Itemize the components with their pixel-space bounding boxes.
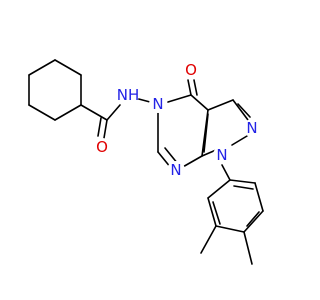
cyclohexyl-ring xyxy=(28,59,82,121)
atom-label-n1: N xyxy=(213,146,231,164)
atom-label-n2: N xyxy=(243,119,261,137)
dimethylphenyl-group xyxy=(200,164,264,265)
amide-oxygen-text: O xyxy=(96,138,108,156)
molecule-structure: O NH O N N N N xyxy=(28,59,264,265)
ring-oxygen-text: O xyxy=(185,61,197,79)
pyrazole-ring xyxy=(201,99,251,157)
n7-text: N xyxy=(170,161,181,179)
n2-text: N xyxy=(246,119,257,137)
amide-nh-text: NH xyxy=(117,86,140,104)
pyrimidinone-ring xyxy=(157,79,209,169)
n5-text: N xyxy=(152,95,163,113)
amide-linkage xyxy=(80,97,151,139)
atom-label-n7: N xyxy=(167,161,185,179)
n1-text: N xyxy=(216,146,227,164)
atom-label-amide-nh: NH xyxy=(117,84,140,106)
atom-label-n5: N xyxy=(149,95,167,113)
atom-label-amide-oxygen: O xyxy=(93,138,111,156)
atom-label-ring-oxygen: O xyxy=(182,61,200,79)
